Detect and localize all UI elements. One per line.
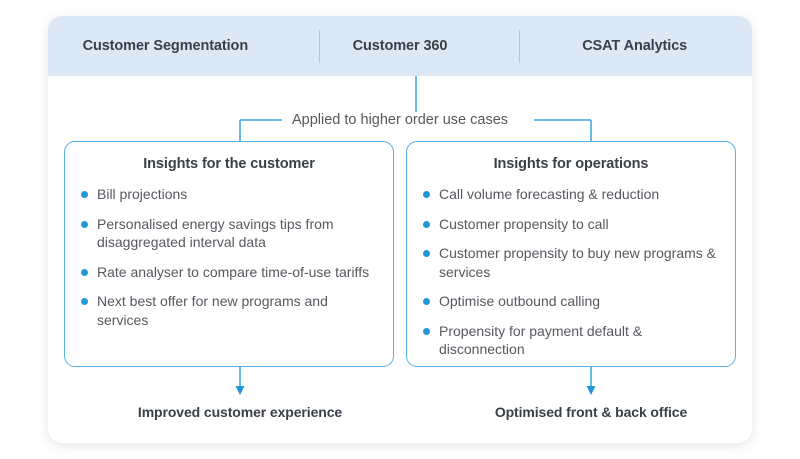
tab-customer-360[interactable]: Customer 360: [283, 38, 518, 54]
bullet-text: Next best offer for new programs and ser…: [97, 293, 328, 328]
list-item: Bill projections: [81, 185, 377, 204]
bullet-text: Customer propensity to buy new programs …: [439, 245, 717, 280]
tab-divider-2: [519, 30, 520, 63]
insight-box-customer: Insights for the customer Bill projectio…: [64, 141, 394, 367]
list-item: Rate analyser to compare time-of-use tar…: [81, 263, 377, 282]
bullet-dot-icon: [81, 191, 88, 198]
applied-to-caption-text: Applied to higher order use cases: [281, 112, 519, 128]
tab-divider-1: [319, 30, 320, 63]
bullet-dot-icon: [81, 220, 88, 228]
bullet-dot-icon: [423, 250, 430, 257]
list-item: Personalised energy savings tips from di…: [81, 215, 377, 252]
bullet-dot-icon: [81, 298, 88, 305]
bullet-dot-icon: [81, 268, 88, 276]
insight-box-title: Insights for operations: [493, 156, 649, 172]
bullet-text: Personalised energy savings tips from di…: [97, 215, 334, 251]
insight-box-group: Insights for the customer Bill projectio…: [64, 141, 736, 367]
outcome-label-operations: Optimised front & back office: [494, 404, 688, 420]
list-item: Call volume forecasting & reduction: [423, 185, 719, 204]
tab-label: Customer Segmentation: [82, 38, 249, 54]
diagram-card: Customer Segmentation Customer 360 CSAT …: [48, 16, 752, 443]
bullet-text: Call volume forecasting & reduction: [439, 186, 660, 202]
bullet-text: Propensity for payment default & disconn…: [439, 322, 643, 358]
outcome-label-customer: Improved customer experience: [137, 404, 343, 420]
tab-csat-analytics[interactable]: CSAT Analytics: [517, 38, 752, 54]
arrow-down-icon-right-bottom: [586, 386, 596, 395]
arrow-down-icon-left-bottom: [235, 386, 245, 395]
bullet-text: Customer propensity to call: [439, 215, 609, 232]
insight-box-operations: Insights for operations Call volume fore…: [406, 141, 736, 367]
bullet-dot-icon: [423, 191, 430, 198]
bullet-dot-icon: [423, 327, 430, 335]
tab-label: CSAT Analytics: [582, 38, 688, 54]
insight-box-title: Insights for the customer: [143, 156, 315, 172]
insight-bullet-list: Call volume forecasting & reduction Cust…: [423, 185, 719, 359]
bullet-text: Optimise outbound calling: [439, 293, 601, 309]
applied-to-caption: Applied to higher order use cases: [48, 111, 752, 129]
list-item: Next best offer for new programs and ser…: [81, 292, 377, 329]
bullet-dot-icon: [423, 298, 430, 305]
list-item: Optimise outbound calling: [423, 292, 719, 311]
list-item: Customer propensity to buy new programs …: [423, 244, 719, 281]
bullet-dot-icon: [423, 220, 430, 228]
header-tab-bar: Customer Segmentation Customer 360 CSAT …: [48, 16, 752, 76]
tab-customer-segmentation[interactable]: Customer Segmentation: [48, 38, 283, 54]
bullet-text: Rate analyser to compare time-of-use tar…: [97, 263, 370, 280]
insight-bullet-list: Bill projections Personalised energy sav…: [81, 185, 377, 329]
bullet-text: Bill projections: [97, 186, 188, 202]
tab-label: Customer 360: [352, 38, 448, 54]
list-item: Propensity for payment default & disconn…: [423, 322, 719, 359]
list-item: Customer propensity to call: [423, 215, 719, 234]
